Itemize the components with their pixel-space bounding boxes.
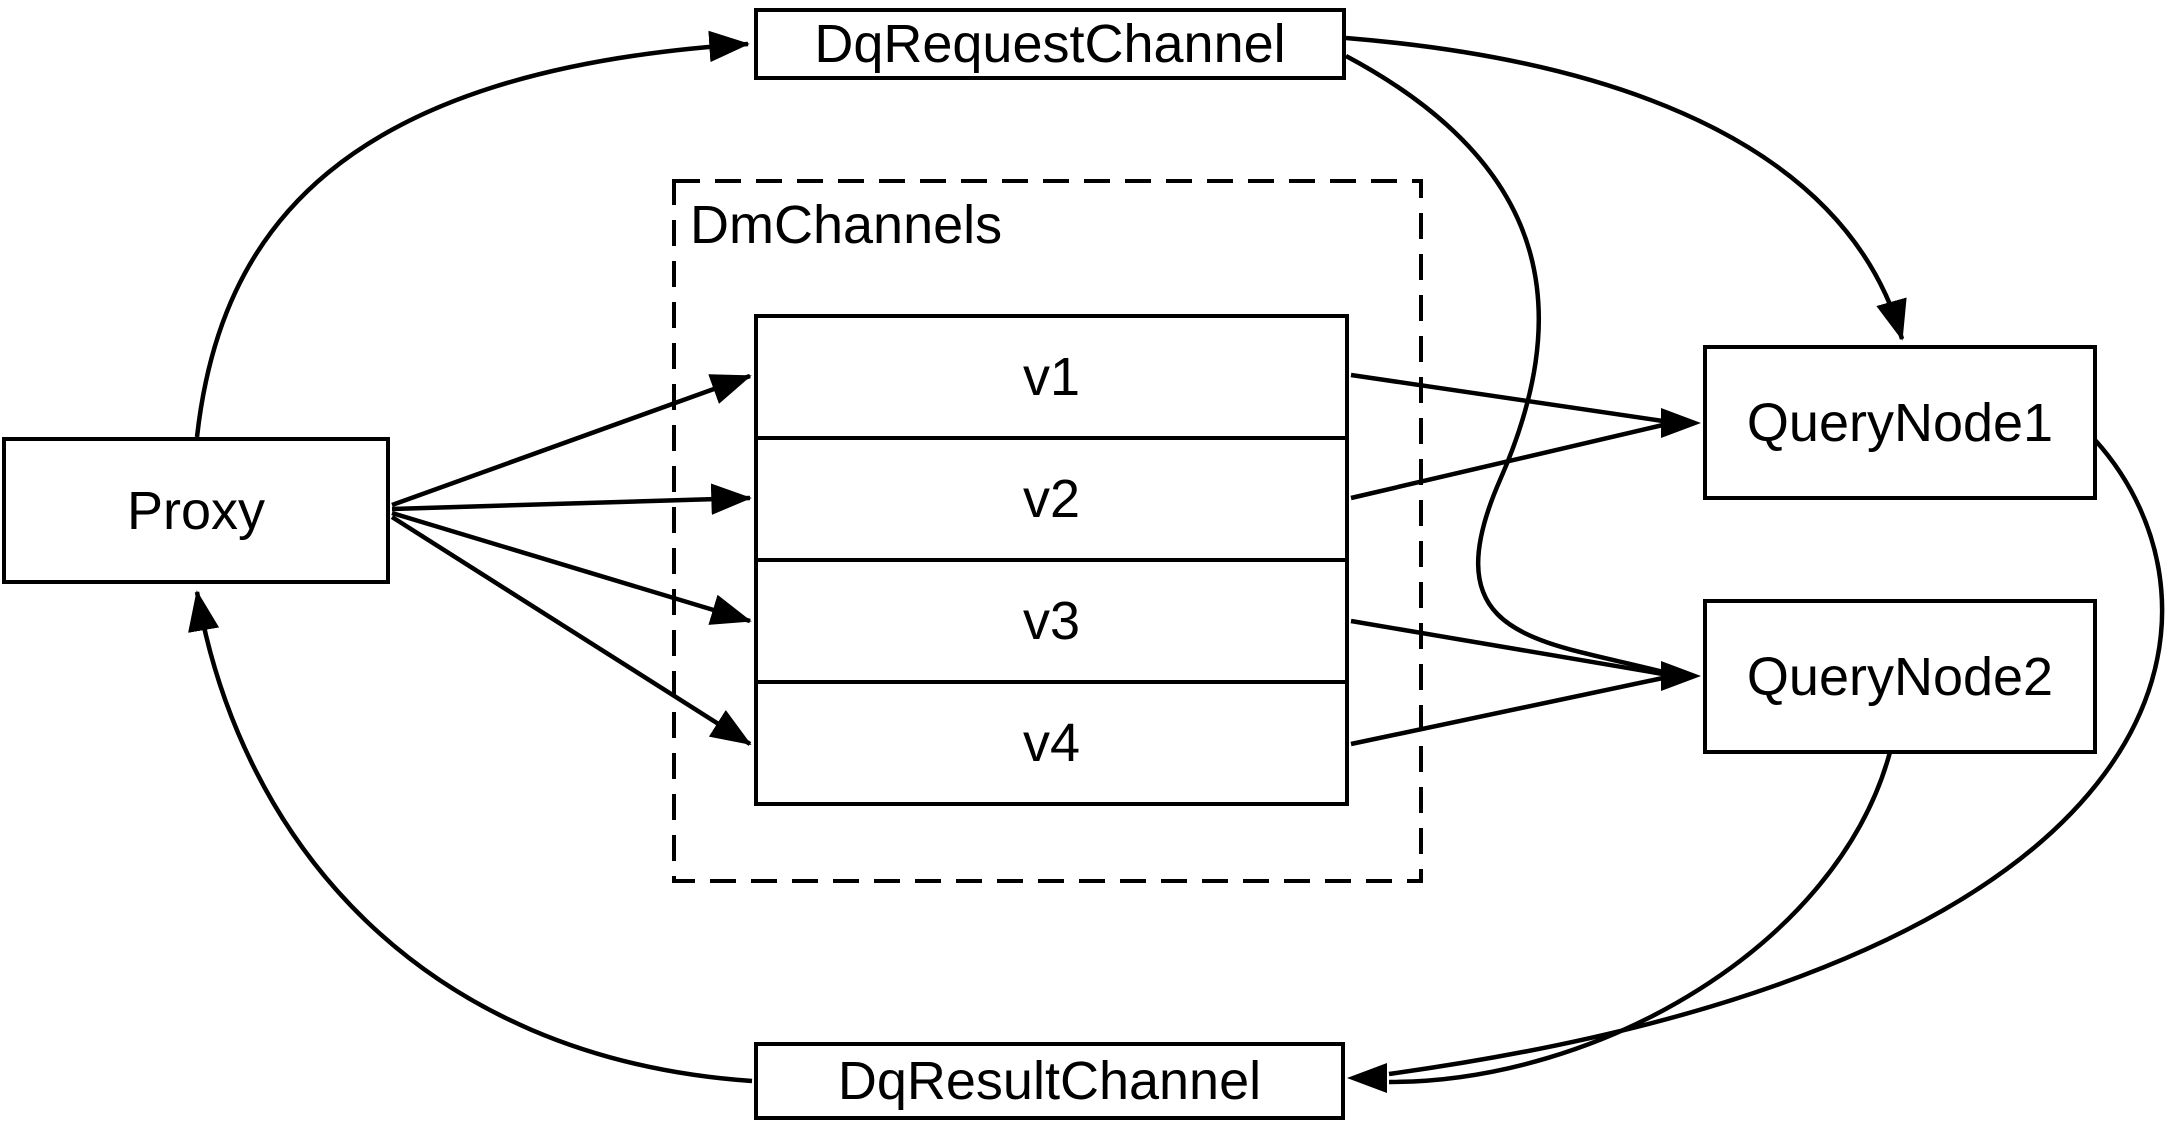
edge-v3-to-query-node-2 — [1350, 618, 1664, 677]
node-proxy: Proxy — [2, 437, 390, 584]
edge-v1-to-query-node-1 — [1350, 372, 1664, 424]
node-proxy-label: Proxy — [126, 480, 266, 541]
edge-dq-result-channel-to-proxy — [188, 590, 753, 1084]
node-dq-result-channel-label: DqResultChannel — [837, 1051, 1262, 1111]
edge-dq-request-channel-to-query-node-1 — [1345, 35, 1907, 341]
edge-proxy-to-v3 — [391, 510, 752, 625]
channel-v3-label: v3 — [1022, 591, 1081, 651]
node-dq-request-channel-label: DqRequestChannel — [814, 14, 1286, 74]
channel-v1-label: v1 — [1022, 347, 1081, 407]
channel-row-v1: v1 — [758, 318, 1345, 436]
arrowhead-into-query-node-2 — [1661, 661, 1701, 691]
channel-row-v3: v3 — [758, 558, 1345, 680]
node-query-node-1-label: QueryNode1 — [1746, 392, 2054, 453]
edge-proxy-to-v2 — [391, 483, 752, 515]
dm-channels-group-border — [672, 179, 1423, 883]
arrowhead-into-query-node-1 — [1661, 408, 1701, 438]
dm-channels-group-label: DmChannels — [690, 195, 1003, 255]
node-query-node-2: QueryNode2 — [1703, 599, 2097, 754]
channel-v4-label: v4 — [1022, 713, 1081, 773]
channel-row-v4: v4 — [758, 680, 1345, 802]
arrowhead-into-dq-result-channel — [1347, 1063, 1387, 1093]
node-dq-result-channel: DqResultChannel — [754, 1042, 1345, 1120]
node-dq-request-channel: DqRequestChannel — [754, 8, 1346, 80]
node-query-node-2-label: QueryNode2 — [1746, 646, 2054, 707]
edge-proxy-to-v1 — [391, 373, 752, 508]
node-query-node-1: QueryNode1 — [1703, 345, 2097, 500]
channel-v2-label: v2 — [1022, 469, 1081, 529]
edge-v4-to-query-node-2 — [1350, 675, 1664, 747]
edge-dq-request-channel-to-query-node-2 — [1344, 54, 1664, 675]
edge-query-node-2-to-dq-result-channel — [1388, 751, 1893, 1085]
edge-query-node-1-to-dq-result-channel — [1388, 438, 2165, 1077]
channel-row-v2: v2 — [758, 436, 1345, 558]
dm-channels-stack: v1 v2 v3 v4 — [754, 314, 1349, 806]
edge-proxy-to-v4 — [390, 515, 752, 746]
edge-proxy-to-dq-request-channel — [194, 30, 750, 438]
